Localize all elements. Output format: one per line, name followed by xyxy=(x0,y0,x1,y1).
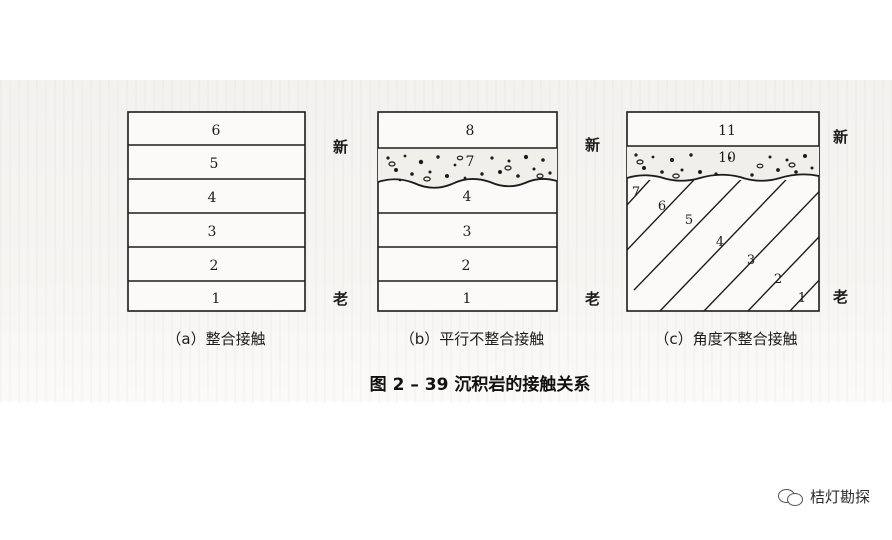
panel-c-top-label: 11 xyxy=(718,123,736,139)
panel-c-layer-label: 2 xyxy=(774,272,782,287)
panel-a-layer-label: 2 xyxy=(210,258,219,274)
panel-b-older-label: 老 xyxy=(332,290,348,308)
watermark: 桔灯勘探 xyxy=(777,486,870,507)
panel-b-layer-label: 4 xyxy=(463,189,472,205)
figure-title: 图 2 – 39 沉积岩的接触关系 xyxy=(370,374,591,395)
panel-a-caption: （a）整合接触 xyxy=(166,330,265,348)
panel-a-conformable: 6 5 4 3 2 1 （a）整合接触 xyxy=(127,111,306,348)
panel-c-layer-label: 5 xyxy=(685,213,693,228)
panel-b-conglomerate-label: 7 xyxy=(466,154,475,170)
panel-c-angular-unconformity: 11 10 7 6 5 4 3 2 1 新 老 新 老 （c）角度不整合接触 xyxy=(584,111,848,348)
panel-a-layer-label: 6 xyxy=(212,123,221,139)
panel-b-caption: （b）平行不整合接触 xyxy=(400,330,545,348)
panel-c-gravel-dots xyxy=(634,153,814,177)
panel-a-layer-label: 1 xyxy=(212,291,221,307)
panel-b-frame xyxy=(377,111,558,312)
panel-b-layer-label: 3 xyxy=(463,224,472,240)
panel-b-gravel-dots xyxy=(386,154,552,182)
panel-c-tilted-beds xyxy=(627,180,819,311)
panel-c-erosion-surface xyxy=(626,173,820,182)
panel-c-conglomerate-label: 10 xyxy=(718,150,736,166)
panel-c-layer-label: 3 xyxy=(747,253,755,268)
panel-c-right-older-label: 老 xyxy=(832,288,848,306)
panel-b-conglomerate-band xyxy=(378,148,557,188)
panel-a-layer-label: 5 xyxy=(210,156,219,172)
panel-c-newer-label: 新 xyxy=(585,136,600,154)
panel-b-newer-label: 新 xyxy=(333,138,348,156)
panel-b-pebbles xyxy=(388,155,544,182)
panel-c-right-newer-label: 新 xyxy=(833,128,848,146)
panel-b-disconformity: 8 7 4 3 2 1 新 老 （b）平行不整合接触 xyxy=(332,111,558,348)
wechat-icon xyxy=(777,487,804,507)
panel-c-conglomerate-band xyxy=(627,146,819,181)
panel-c-layer-label: 6 xyxy=(658,199,666,214)
panel-c-layer-label: 1 xyxy=(798,291,806,306)
panel-a-layer-label: 3 xyxy=(208,224,217,240)
panel-b-layer-label: 1 xyxy=(463,291,472,307)
panel-b-erosion-surface xyxy=(377,178,558,189)
panel-b-top-label: 8 xyxy=(466,123,475,139)
panel-c-pebbles xyxy=(636,159,796,179)
panel-b-layer-label: 2 xyxy=(462,258,471,274)
panel-c-older-label: 老 xyxy=(584,290,600,308)
panel-c-layer-label: 7 xyxy=(632,185,640,200)
panel-a-layer-label: 4 xyxy=(208,190,217,206)
panel-c-layer-label: 4 xyxy=(716,235,724,250)
watermark-text: 桔灯勘探 xyxy=(809,488,870,506)
panel-c-frame xyxy=(626,111,820,312)
panel-c-caption: （c）角度不整合接触 xyxy=(654,330,797,348)
